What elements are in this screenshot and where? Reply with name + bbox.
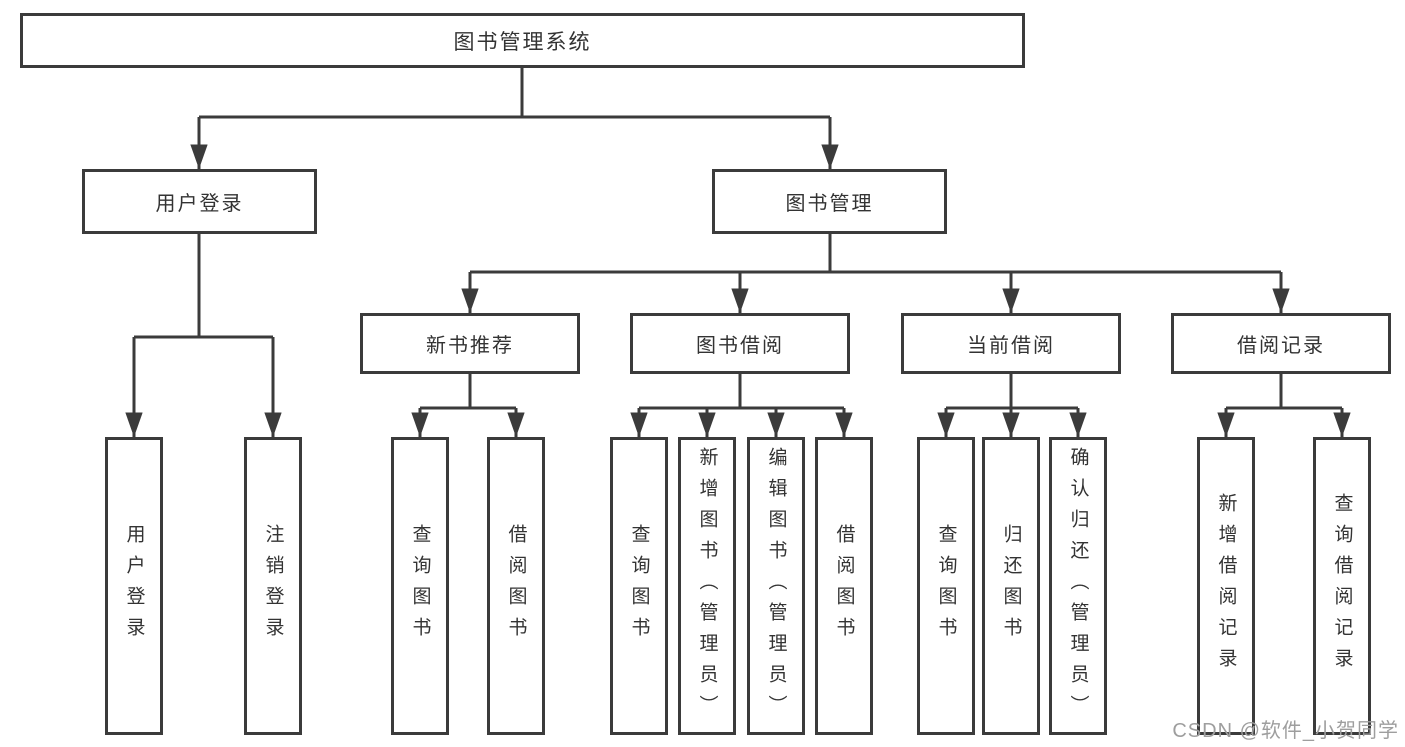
leaf-current-confirm-return-admin: 确认归还（管理员） (1049, 437, 1107, 735)
leaf-logout: 注销登录 (244, 437, 302, 735)
leaf-borrowing-query-book: 查询图书 (610, 437, 668, 735)
node-user-login: 用户登录 (82, 169, 317, 234)
leaf-current-query-book: 查询图书 (917, 437, 975, 735)
leaf-recommend-borrow-book: 借阅图书 (487, 437, 545, 735)
node-borrowing-records: 借阅记录 (1171, 313, 1391, 374)
watermark: CSDN @软件_小贺同学 (1172, 720, 1399, 742)
leaf-current-return-book: 归还图书 (982, 437, 1040, 735)
leaf-recommend-query-book: 查询图书 (391, 437, 449, 735)
node-library-system: 图书管理系统 (20, 13, 1025, 68)
leaf-records-add-record: 新增借阅记录 (1197, 437, 1255, 735)
leaf-borrowing-borrow-book: 借阅图书 (815, 437, 873, 735)
leaf-borrowing-add-book-admin: 新增图书（管理员） (678, 437, 736, 735)
node-current-borrowing: 当前借阅 (901, 313, 1121, 374)
leaf-user-login: 用户登录 (105, 437, 163, 735)
node-book-management: 图书管理 (712, 169, 947, 234)
leaf-borrowing-edit-book-admin: 编辑图书（管理员） (747, 437, 805, 735)
leaf-records-query-record: 查询借阅记录 (1313, 437, 1371, 735)
node-new-book-recommendation: 新书推荐 (360, 313, 580, 374)
node-book-borrowing: 图书借阅 (630, 313, 850, 374)
